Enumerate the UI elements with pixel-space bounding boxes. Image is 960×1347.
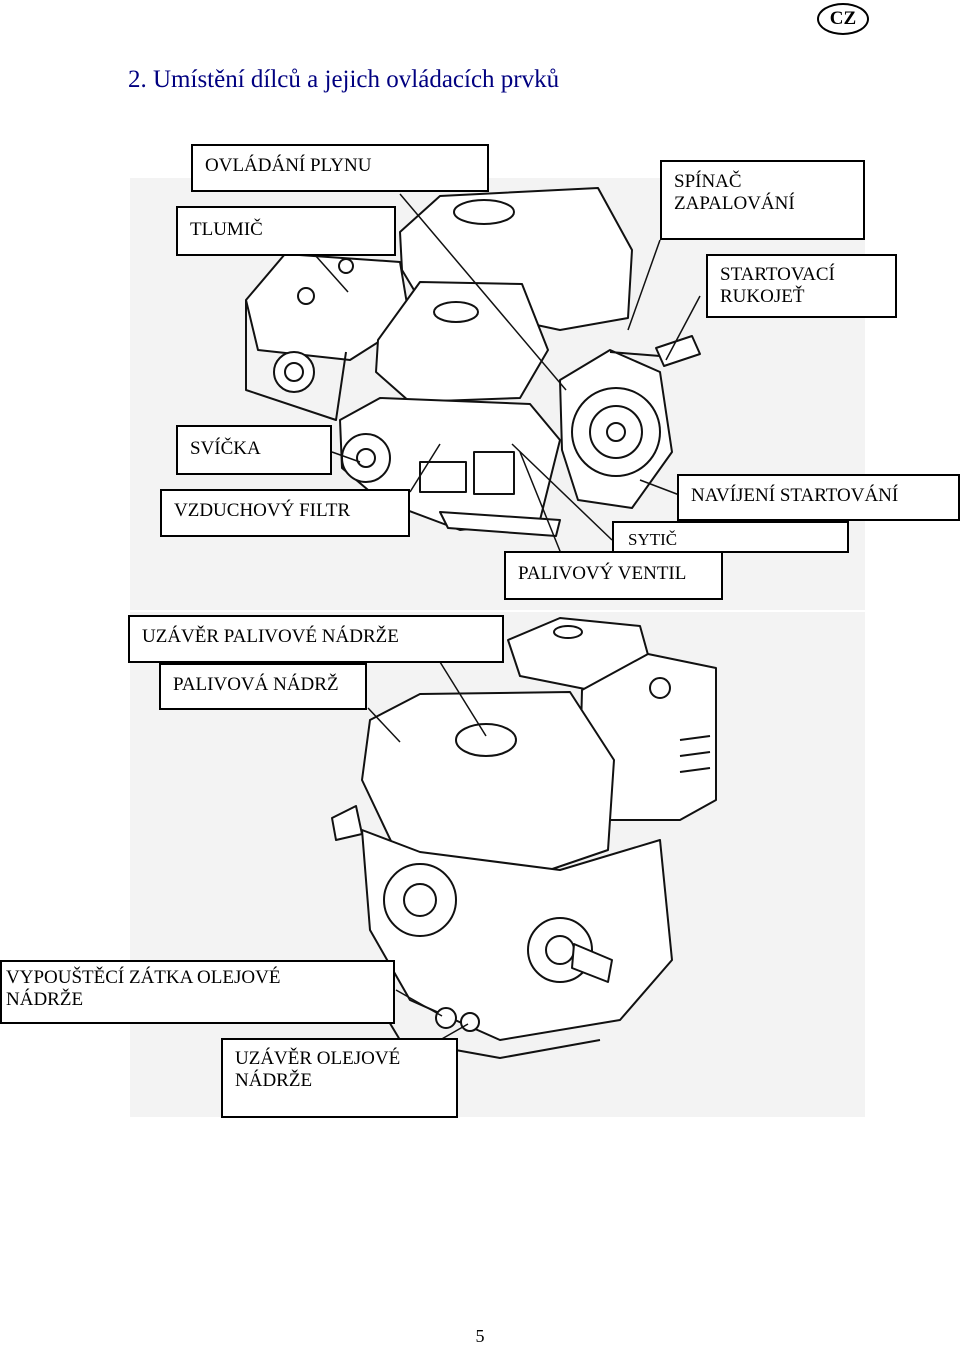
- label-fuel-cap: UZÁVĚR PALIVOVÉ NÁDRŽE: [128, 615, 504, 663]
- label-air-filter: VZDUCHOVÝ FILTR: [160, 489, 410, 537]
- label-oil-drain-plug: VYPOUŠTĚCÍ ZÁTKA OLEJOVÉ NÁDRŽE: [0, 960, 395, 1024]
- label-spark-plug: SVÍČKA: [176, 425, 332, 475]
- label-oil-filler-cap: UZÁVĚR OLEJOVÉ NÁDRŽE: [221, 1038, 458, 1118]
- engine-top-drawing: [245, 187, 701, 537]
- label-muffler: TLUMIČ: [176, 206, 396, 256]
- page-number: 5: [475, 1326, 485, 1346]
- language-badge: CZ: [817, 3, 869, 35]
- label-throttle: OVLÁDÁNÍ PLYNU: [191, 144, 489, 192]
- label-fuel-tank: PALIVOVÁ NÁDRŽ: [159, 663, 367, 710]
- section-heading: 2. Umístění dílců a jejich ovládacích pr…: [128, 66, 560, 93]
- leader-lines: [314, 193, 701, 1041]
- label-choke: SYTIČ: [612, 521, 849, 553]
- label-recoil-starter: NAVÍJENÍ STARTOVÁNÍ: [677, 474, 960, 521]
- label-ignition-switch: SPÍNAČ ZAPALOVÁNÍ: [660, 160, 865, 240]
- label-starter-grip: STARTOVACÍ RUKOJEŤ: [706, 254, 897, 318]
- label-fuel-valve: PALIVOVÝ VENTIL: [504, 551, 723, 600]
